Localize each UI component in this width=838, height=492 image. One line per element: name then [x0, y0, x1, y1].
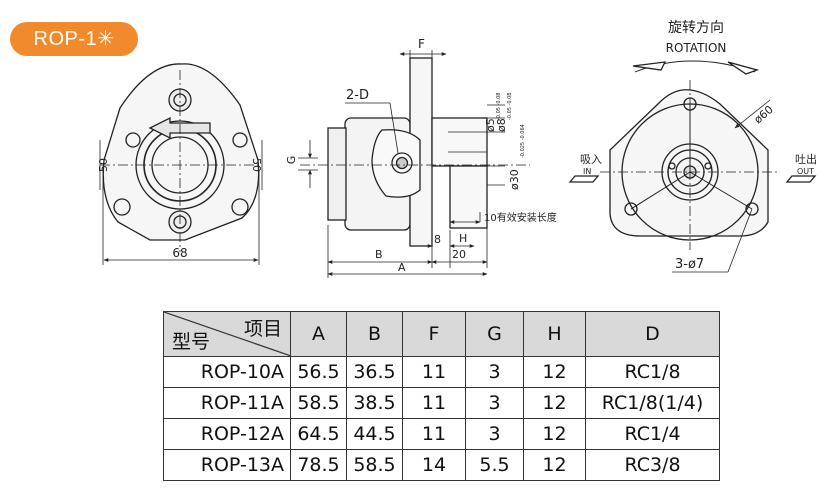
dim-g-label: G: [285, 156, 298, 165]
value-cell: 58.5: [290, 387, 347, 419]
value-cell: 12: [523, 356, 586, 388]
value-cell: 78.5: [290, 449, 347, 481]
value-cell: 44.5: [346, 418, 403, 450]
value-cell: 58.5: [346, 449, 403, 481]
model-cell: ROP-13A: [163, 449, 291, 481]
outlet-en-label: OUT: [797, 167, 814, 176]
model-cell: ROP-12A: [163, 418, 291, 450]
dim-phi5-label: ø5: [484, 118, 497, 132]
outlet-cn-label: 吐出: [795, 152, 817, 166]
rotation-en-label: ROTATION: [666, 41, 727, 55]
value-cell: 36.5: [346, 356, 403, 388]
value-cell: 12: [523, 418, 586, 450]
dim-phi30-tolerance: -0.025 -0.064: [520, 124, 526, 158]
dim-50-label-right: 50: [250, 158, 263, 172]
model-cell: ROP-11A: [163, 387, 291, 419]
dim-b-label: B: [375, 248, 383, 261]
dim-phi8-tolerance: -0.05 -0.08: [507, 93, 513, 120]
intake-en-label: IN: [583, 167, 591, 176]
column-header: A: [290, 311, 347, 357]
value-cell: 12: [523, 387, 586, 419]
value-cell: 5.5: [465, 449, 524, 481]
value-cell: RC1/8(1/4): [585, 387, 720, 419]
dim-3phi7-label: 3-ø7: [675, 257, 704, 272]
intake-cn-label: 吸入: [580, 153, 602, 166]
dim-a-label: A: [398, 261, 406, 274]
value-cell: 12: [523, 449, 586, 481]
column-header: F: [402, 311, 466, 357]
table-header-row: 项目 型号 A B F G H D: [163, 311, 720, 357]
value-cell: 11: [402, 387, 466, 419]
front-view: [99, 63, 263, 265]
dim-phi30-label: ø30: [508, 169, 521, 190]
corner-item-label: 项目: [243, 318, 282, 340]
table-row: ROP-11A 58.5 38.5 11 3 12 RC1/8(1/4): [163, 387, 720, 419]
dim-f-label: F: [418, 37, 425, 51]
model-cell: ROP-10A: [163, 356, 291, 388]
spec-table: 项目 型号 A B F G H D ROP-10A 56.5 36.5 11 3…: [163, 311, 720, 481]
table-row: ROP-12A 64.5 44.5 11 3 12 RC1/4: [163, 418, 720, 450]
column-header: D: [585, 311, 720, 357]
table-row: ROP-10A 56.5 36.5 11 3 12 RC1/8: [163, 356, 720, 388]
dim-phi8-label: ø8: [495, 118, 508, 132]
dim-phi5-tolerance: -0.05 -0.08: [496, 93, 502, 120]
table-corner-cell: 项目 型号: [163, 311, 291, 357]
dim-h-label: H: [459, 232, 467, 245]
value-cell: 3: [465, 387, 524, 419]
value-cell: 3: [465, 356, 524, 388]
value-cell: 11: [402, 418, 466, 450]
corner-model-label: 型号: [172, 331, 211, 353]
dim-20-label: 20: [452, 248, 466, 261]
dim-50-label-left: 50: [97, 158, 110, 172]
dim-2d-label: 2-D: [346, 88, 369, 103]
value-cell: RC1/8: [585, 356, 720, 388]
column-header: G: [465, 311, 524, 357]
column-header: H: [523, 311, 586, 357]
technical-drawing: 68 50 50: [97, 20, 817, 278]
model-badge: ROP-1✳: [10, 22, 138, 56]
table-row: ROP-13A 78.5 58.5 14 5.5 12 RC3/8: [163, 449, 720, 481]
dim-8-label: 8: [434, 233, 441, 246]
rear-view: [568, 60, 817, 273]
value-cell: 14: [402, 449, 466, 481]
dim-phi60-label: ø60: [752, 103, 776, 126]
value-cell: 56.5: [290, 356, 347, 388]
rotation-cn-label: 旋转方向: [668, 20, 724, 36]
column-header: B: [346, 311, 403, 357]
value-cell: 11: [402, 356, 466, 388]
dim-10-mounting-note: 10有效安装长度: [484, 211, 557, 224]
value-cell: 38.5: [346, 387, 403, 419]
corner-diagonal: [164, 312, 290, 356]
value-cell: RC3/8: [585, 449, 720, 481]
value-cell: 64.5: [290, 418, 347, 450]
dim-68-label: 68: [172, 246, 187, 260]
side-view: [298, 50, 530, 278]
value-cell: RC1/4: [585, 418, 720, 450]
value-cell: 3: [465, 418, 524, 450]
